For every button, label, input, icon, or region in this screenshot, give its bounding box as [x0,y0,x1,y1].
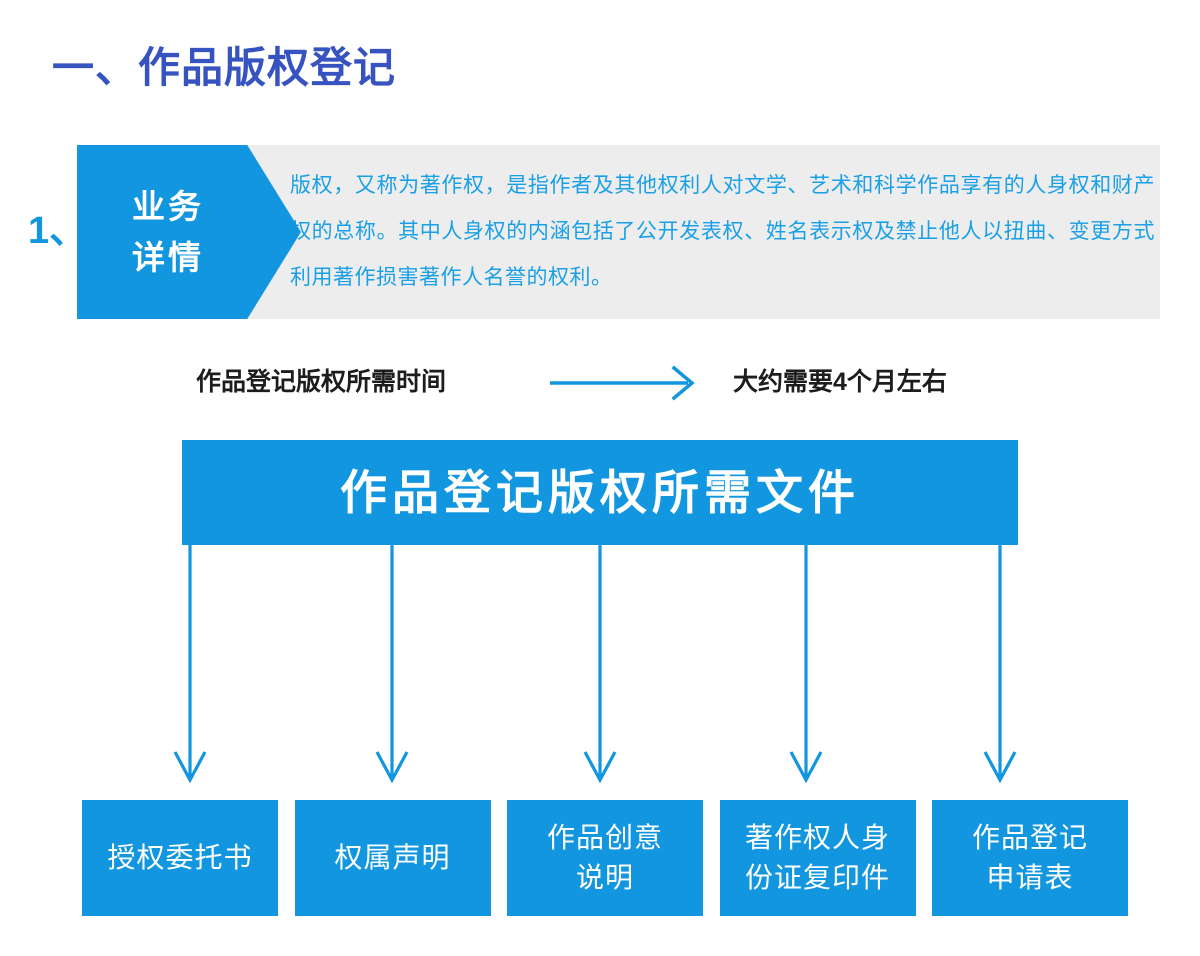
business-detail-paragraph: 版权，又称为著作权，是指作者及其他权利人对文学、艺术和科学作品享有的人身权和财产… [290,174,1155,289]
business-detail-tab-line-1: 业务 [132,188,204,225]
document-box-4-label: 著作权人身份证复印件 [744,822,890,893]
document-box-3[interactable]: 作品创意说明 [507,800,703,916]
documents-list: 授权委托书 权属声明 作品创意说明 著作权人身份证复印件 作品登记申请表 [82,800,1128,916]
document-box-2[interactable]: 权属声明 [294,800,491,916]
duration-row: 作品登记版权所需时间 大约需要4个月左右 [0,360,1200,404]
business-detail-body: 版权，又称为著作权，是指作者及其他权利人对文学、艺术和科学作品享有的人身权和财产… [230,145,1160,319]
document-box-5-label: 作品登记申请表 [971,822,1088,893]
document-box-1-label: 授权委托书 [107,842,253,873]
business-detail-band: 版权，又称为著作权，是指作者及其他权利人对文学、艺术和科学作品享有的人身权和财产… [0,145,1160,319]
business-detail-tab: 业务 详情 [77,145,301,319]
page-title: 一、作品版权登记 [52,44,397,91]
document-box-4[interactable]: 著作权人身份证复印件 [719,800,916,916]
connector-arrows [0,540,1200,790]
arrow-right-icon [548,362,698,402]
documents-header-label: 作品登记版权所需文件 [340,465,860,519]
duration-value: 大约需要4个月左右 [733,368,947,396]
document-box-2-label: 权属声明 [334,842,451,873]
document-box-3-label: 作品创意说明 [546,822,663,893]
document-box-1[interactable]: 授权委托书 [82,800,278,916]
documents-header-bar: 作品登记版权所需文件 [182,440,1018,545]
document-box-5[interactable]: 作品登记申请表 [932,800,1128,916]
duration-label: 作品登记版权所需时间 [196,368,447,396]
business-detail-tab-line-2: 详情 [132,239,204,276]
